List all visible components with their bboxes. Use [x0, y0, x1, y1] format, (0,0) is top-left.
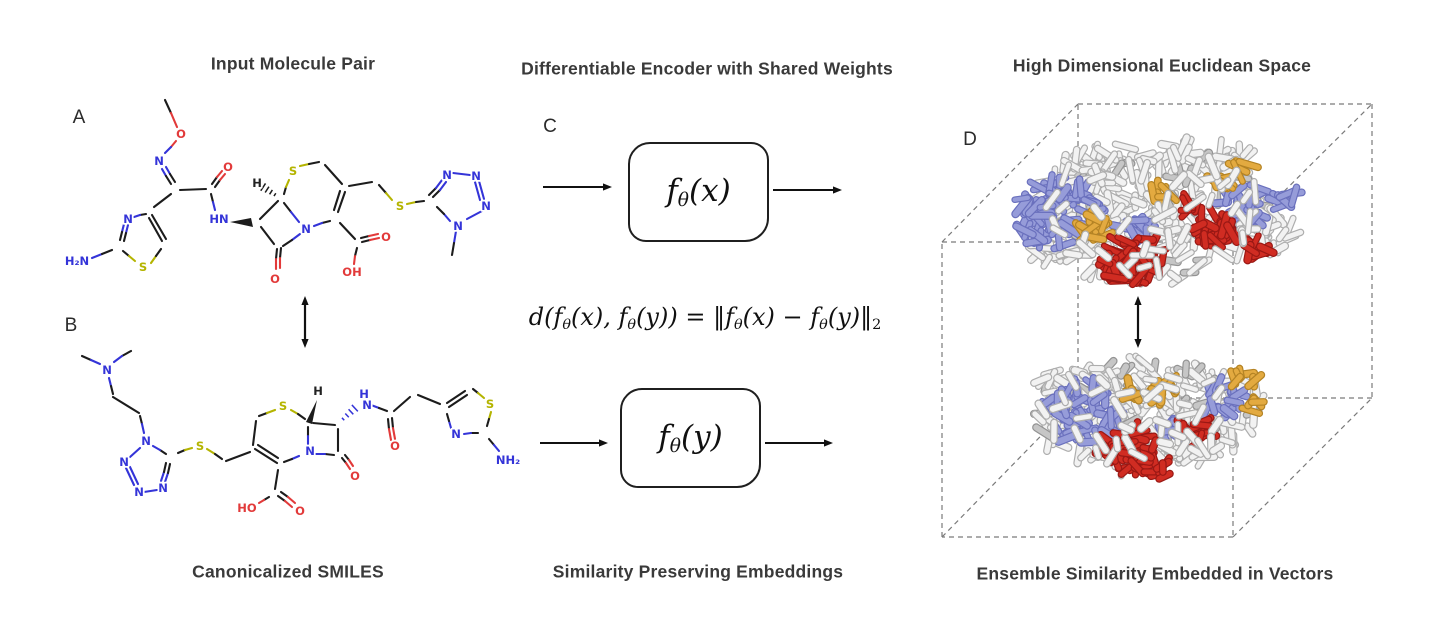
- svg-text:O: O: [390, 439, 400, 453]
- svg-text:S: S: [396, 199, 404, 213]
- svg-text:O: O: [223, 160, 233, 174]
- svg-text:N: N: [102, 363, 112, 377]
- panel-label-b: B: [64, 315, 78, 336]
- svg-text:N: N: [453, 219, 463, 233]
- encoder-box-y: fθ(y): [620, 388, 761, 488]
- svg-text:S: S: [196, 439, 204, 453]
- smiles-caption: Canonicalized SMILES: [192, 561, 384, 582]
- vectors-caption: Ensemble Similarity Embedded in Vectors: [976, 563, 1334, 584]
- svg-text:S: S: [289, 164, 297, 178]
- svg-text:N: N: [451, 427, 461, 441]
- input-pair-title: Input Molecule Pair: [210, 53, 376, 74]
- svg-text:O: O: [176, 127, 186, 141]
- encoder-title: Differentiable Encoder with Shared Weigh…: [521, 58, 893, 79]
- svg-text:N: N: [481, 199, 491, 213]
- svg-text:H: H: [313, 384, 323, 398]
- distance-equation: d(fθ(x), fθ(y)) = ‖fθ(x) − fθ(y)‖2: [528, 302, 882, 334]
- euclidean-space-title: High Dimensional Euclidean Space: [1012, 55, 1312, 76]
- svg-text:S: S: [486, 397, 494, 411]
- svg-text:OH: OH: [342, 265, 361, 279]
- svg-text:HO: HO: [237, 501, 257, 515]
- svg-text:H: H: [359, 387, 369, 401]
- svg-text:N: N: [141, 434, 151, 448]
- panel-label-d: D: [963, 129, 977, 150]
- svg-text:N: N: [119, 455, 129, 469]
- svg-text:N: N: [471, 169, 481, 183]
- svg-text:NH₂: NH₂: [496, 453, 520, 467]
- svg-text:N: N: [442, 168, 452, 182]
- protein-ensemble-top: [1011, 133, 1306, 289]
- protein-ensemble-bottom: [1029, 352, 1268, 483]
- svg-text:N: N: [158, 481, 168, 495]
- svg-text:O: O: [270, 272, 280, 286]
- encoder-box-x: fθ(x): [628, 142, 769, 242]
- svg-text:S: S: [279, 399, 287, 413]
- svg-text:HN: HN: [209, 212, 228, 226]
- svg-text:O: O: [350, 469, 360, 483]
- svg-text:S: S: [139, 260, 147, 274]
- encoder-fx-label: fθ(x): [666, 172, 731, 212]
- svg-text:N: N: [154, 154, 164, 168]
- encoder-fy-label: fθ(y): [658, 418, 723, 458]
- svg-text:N: N: [305, 444, 315, 458]
- arrows: [301, 183, 1142, 447]
- svg-text:O: O: [381, 230, 391, 244]
- svg-text:O: O: [295, 504, 305, 518]
- svg-text:N: N: [301, 222, 311, 236]
- embeddings-caption: Similarity Preserving Embeddings: [552, 561, 844, 582]
- svg-text:H₂N: H₂N: [65, 254, 89, 268]
- svg-text:N: N: [123, 212, 133, 226]
- svg-text:H: H: [252, 176, 262, 190]
- svg-text:N: N: [362, 398, 372, 412]
- panel-label-a: A: [72, 107, 86, 128]
- svg-text:N: N: [134, 485, 144, 499]
- panel-label-c: C: [543, 116, 557, 137]
